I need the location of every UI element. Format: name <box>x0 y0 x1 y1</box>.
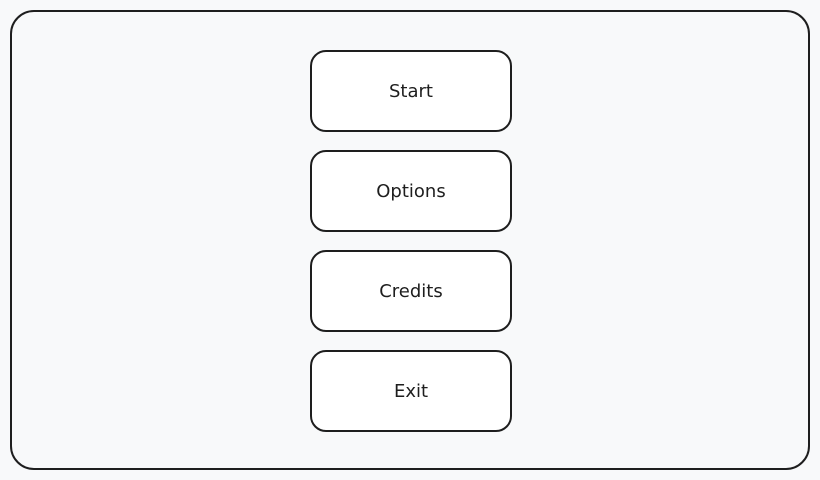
credits-button[interactable]: Credits <box>310 250 512 332</box>
options-button[interactable]: Options <box>310 150 512 232</box>
exit-button[interactable]: Exit <box>310 350 512 432</box>
start-button[interactable]: Start <box>310 50 512 132</box>
